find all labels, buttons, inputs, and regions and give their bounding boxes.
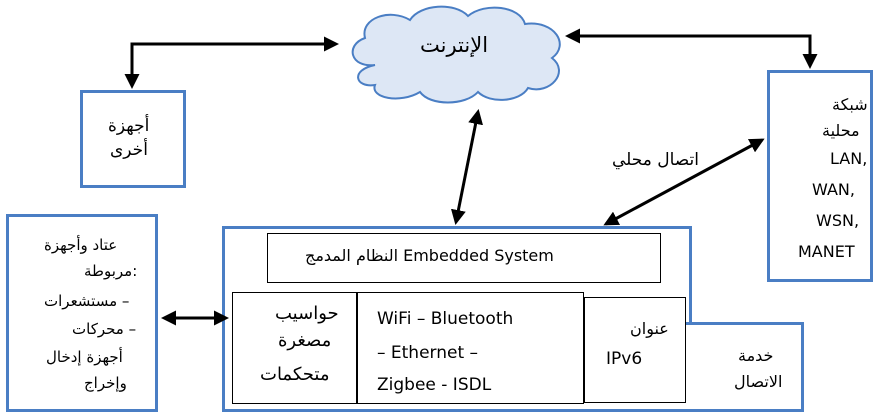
cloud-shape bbox=[351, 5, 561, 104]
microcontrollers-line2: مصغرة bbox=[278, 330, 332, 351]
arrow-internet-other-devices bbox=[124, 36, 339, 89]
connection-service-line2: الاتصال bbox=[734, 372, 783, 391]
protocols-box bbox=[357, 292, 584, 404]
other-devices-line2: أخرى bbox=[110, 140, 148, 160]
embedded-system-title-box bbox=[267, 233, 661, 283]
local-network-line1: شبكة bbox=[832, 95, 868, 114]
peripherals-line3: مستشعرات – bbox=[44, 292, 130, 310]
peripherals-line4: محركات – bbox=[72, 320, 137, 338]
connection-service-line1: خدمة bbox=[738, 346, 774, 365]
microcontrollers-line3: متحكمات bbox=[260, 364, 330, 385]
embedded-system-title: النظام المدمج Embedded System bbox=[305, 246, 554, 265]
local-network-box bbox=[767, 70, 873, 282]
other-devices-box bbox=[80, 90, 186, 188]
internet-label: الإنترنت bbox=[420, 33, 489, 57]
arrow-internet-embedded bbox=[450, 109, 484, 225]
local-network-line4: WAN, bbox=[812, 180, 855, 199]
protocols-line2: – Ethernet – bbox=[377, 343, 479, 363]
peripherals-box bbox=[6, 214, 158, 412]
local-network-line3: LAN, bbox=[830, 149, 868, 168]
peripherals-line1: عتاد وأجهزة bbox=[44, 236, 118, 254]
connection-service-box bbox=[686, 322, 804, 412]
microcontrollers-box bbox=[232, 292, 357, 404]
other-devices-line1: أجهزة bbox=[108, 116, 150, 136]
ipv6-line2: IPv6 bbox=[606, 349, 643, 369]
protocols-line1: WiFi – Bluetooth bbox=[377, 309, 514, 329]
local-network-line5: WSN, bbox=[816, 211, 860, 230]
local-network-line6: MANET bbox=[798, 242, 855, 261]
internet-cloud bbox=[351, 5, 561, 104]
peripherals-line2: مربوطة: bbox=[84, 262, 138, 280]
peripherals-line5: أجهزة إدخال bbox=[46, 348, 123, 366]
arrow-internet-local-network bbox=[565, 28, 818, 69]
local-network-line2: محلية bbox=[822, 121, 860, 140]
arrow-local-connection bbox=[603, 138, 765, 226]
microcontrollers-line1: حواسيب bbox=[275, 303, 339, 324]
ipv6-box bbox=[584, 297, 686, 403]
peripherals-line6: وإخراج bbox=[84, 374, 127, 392]
protocols-line3: Zigbee - ISDL bbox=[377, 375, 492, 395]
ipv6-line1: عنوان bbox=[630, 319, 669, 338]
